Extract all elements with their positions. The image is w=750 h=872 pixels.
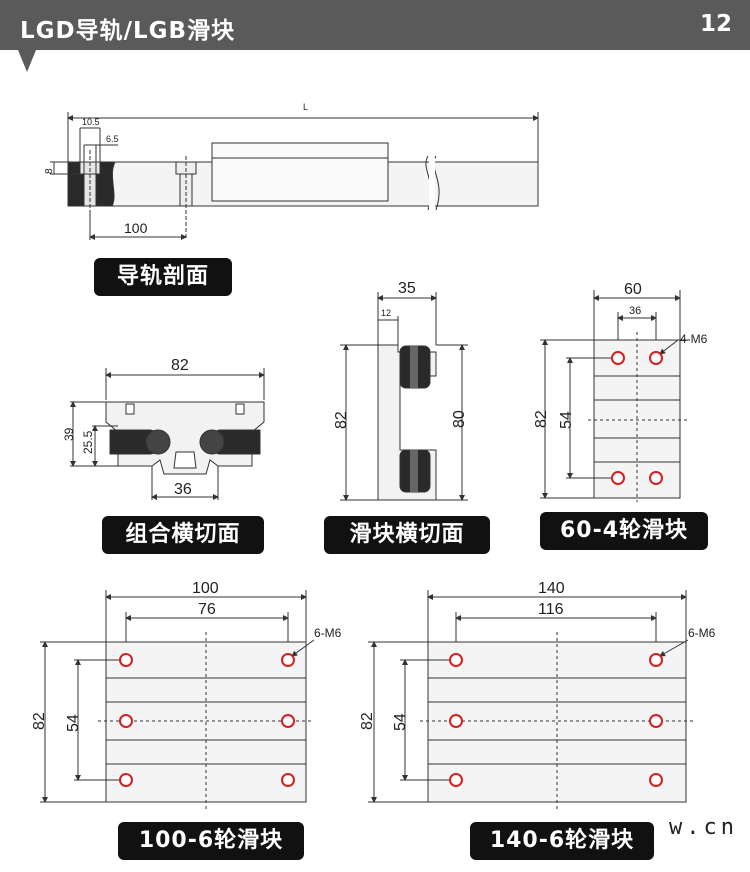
slider-section-height-left-dim: 82 (333, 411, 350, 429)
slider-100-width-dim: 100 (192, 580, 219, 597)
slider-section-label: 滑块横切面 (324, 516, 490, 554)
slider-60-height-dim: 82 (533, 410, 550, 428)
rail-section-label: 导轨剖面 (94, 258, 232, 296)
combined-rail-width-dim: 36 (174, 481, 192, 498)
slider-60-drawing (540, 290, 690, 502)
slider-60-4-label: 60-4轮滑块 (540, 512, 708, 550)
slider-100-hole-pitch-x-dim: 76 (198, 601, 216, 618)
rail-hole-inner-dim: 6.5 (106, 134, 119, 144)
slider-140-drawing (368, 590, 694, 812)
rail-height-dim: 8 (44, 168, 55, 174)
rail-length-label: L (303, 102, 308, 112)
slider-100-hole-pitch-y-dim: 54 (65, 714, 82, 732)
header-title: LGD导轨/LGB滑块 (20, 18, 236, 44)
slider-100-holes (119, 653, 295, 787)
slider-section-height-right-dim: 80 (451, 410, 468, 428)
watermark-text: w.cn (669, 815, 738, 840)
slider-140-height-dim: 82 (359, 712, 376, 730)
slider-140-hole-pitch-y-dim: 54 (392, 713, 409, 731)
slider-60-holes (611, 351, 663, 485)
slider-140-width-dim: 140 (538, 580, 565, 597)
page-number: 12 (699, 11, 732, 37)
combined-section-drawing (70, 368, 265, 500)
header-notch (18, 50, 36, 72)
slider-100-height-dim: 82 (31, 712, 48, 730)
slider-140-hole-pitch-x-dim: 116 (538, 601, 564, 618)
slider-100-6-label: 100-6轮滑块 (118, 822, 304, 860)
slider-60-width-dim: 60 (624, 281, 642, 298)
combined-height-total-dim: 39 (62, 427, 76, 441)
combined-width-dim: 82 (171, 357, 189, 374)
slider-100-drawing (40, 590, 315, 812)
rail-drawing (50, 112, 539, 240)
rail-pitch-dim: 100 (124, 220, 148, 236)
slider-section-drawing (340, 292, 468, 501)
slider-60-hole-pitch-x-dim: 36 (629, 305, 641, 317)
rail-hole-outer-dim: 10.5 (82, 117, 100, 127)
slider-section-offset-dim: 12 (381, 308, 391, 318)
slider-140-holes-spec: 6-M6 (688, 626, 716, 640)
slider-section-width-dim: 35 (398, 280, 416, 297)
combined-section-label: 组合横切面 (102, 516, 264, 554)
slider-100-holes-spec: 6-M6 (314, 626, 342, 640)
combined-height-center-dim: 25.5 (81, 430, 95, 454)
slider-140-6-label: 140-6轮滑块 (470, 822, 654, 860)
slider-60-holes-spec: 4-M6 (680, 332, 708, 346)
page-header: LGD导轨/LGB滑块 12 (0, 0, 750, 50)
slider-60-hole-pitch-y-dim: 54 (558, 411, 575, 429)
slider-140-holes (449, 653, 663, 787)
